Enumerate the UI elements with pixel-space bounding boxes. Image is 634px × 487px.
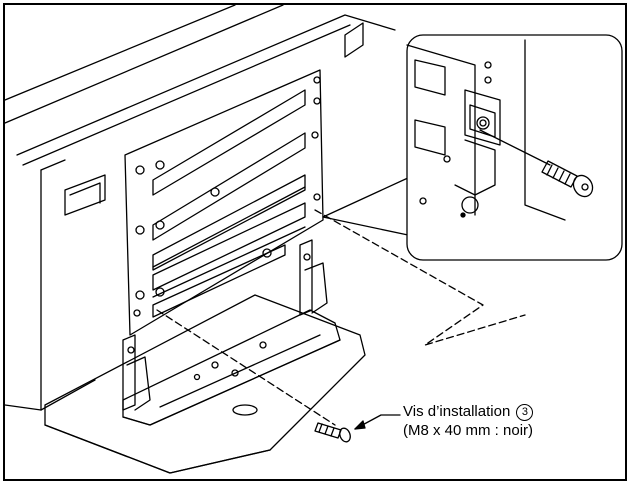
detail-inset [406,34,623,261]
illustration-frame: Vis d’installation 3 (M8 x 40 mm : noir) [3,3,627,481]
screw-icon [314,422,351,443]
callout-pointer [322,176,411,236]
callout-line-1: Vis d’installation 3 [403,402,534,421]
callout-number: 3 [516,404,534,421]
screw-icon [541,160,594,198]
screw-callout: Vis d’installation 3 (M8 x 40 mm : noir) [403,402,534,440]
panel-icon [5,5,396,411]
stand-icon [44,239,366,474]
installation-diagram [5,5,623,474]
callout-line-2: (M8 x 40 mm : noir) [403,422,534,439]
guide-lines [156,209,526,426]
arrow-icon [354,420,366,430]
callout-label: Vis d’installation [403,403,511,420]
